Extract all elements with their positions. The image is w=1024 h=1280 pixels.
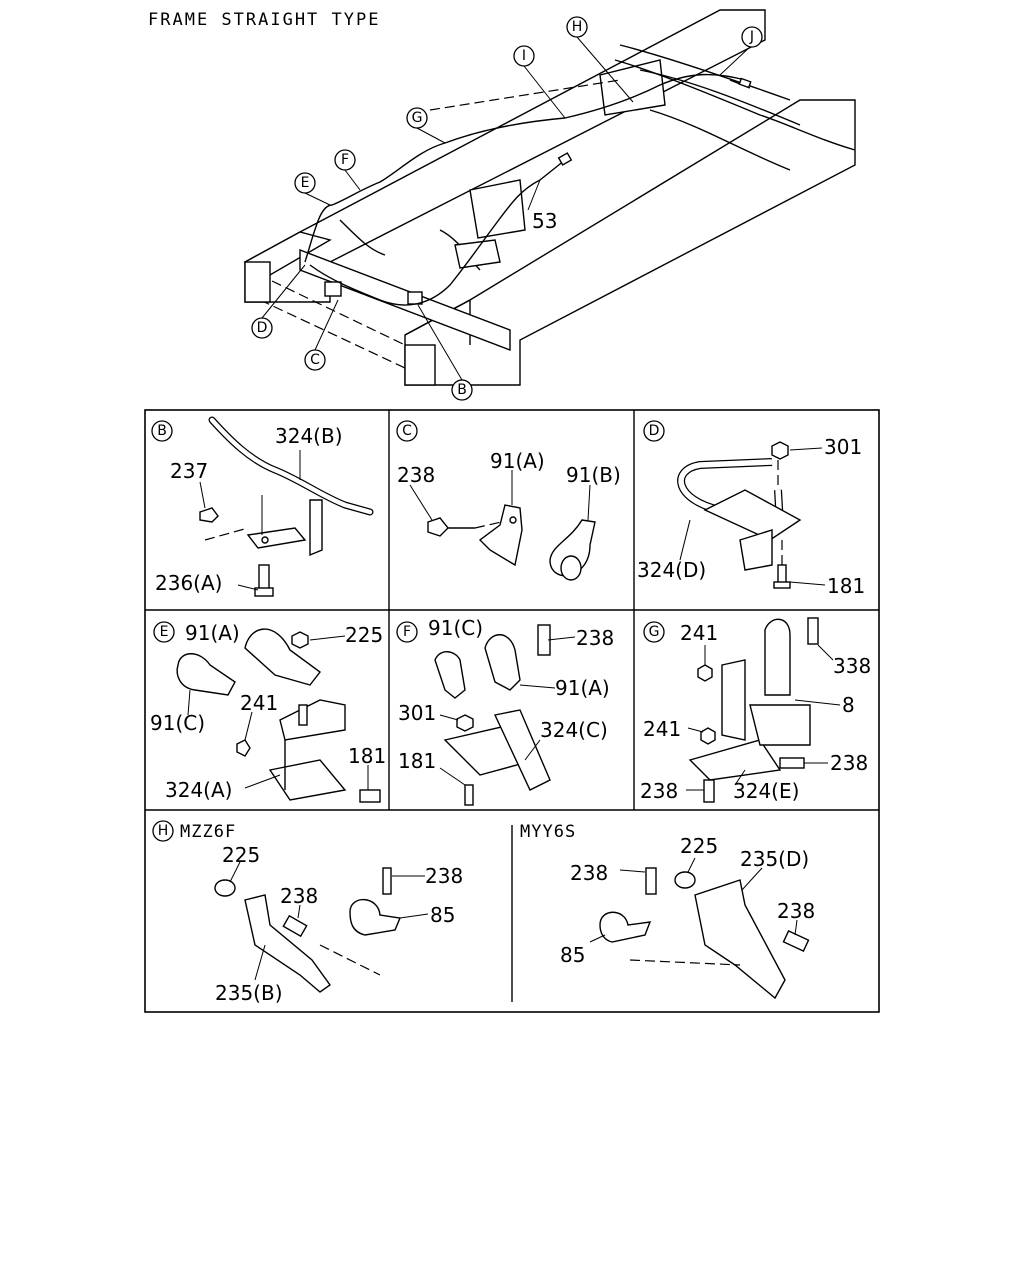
- label-h-r-238a: 238: [570, 861, 608, 885]
- label-236a: 236(A): [155, 571, 222, 595]
- panel-d: D 301 324(D) 181: [637, 420, 865, 598]
- callout-c: C: [310, 352, 320, 368]
- panel-d-letter: D: [649, 423, 660, 439]
- label-301: 301: [398, 701, 436, 725]
- model-mzz6f: MZZ6F: [180, 822, 236, 842]
- callout-h-circle: [566, 16, 588, 38]
- panel-h-letter: H: [158, 823, 169, 839]
- label-91a: 91(A): [555, 676, 610, 700]
- panel-c: C 238 91(A) 91(B): [396, 420, 621, 581]
- label-324c: 324(C): [540, 718, 608, 742]
- panel-f-letter: F: [403, 624, 411, 640]
- label-h-r-225: 225: [680, 834, 718, 858]
- label-h-238a: 238: [280, 884, 318, 908]
- callout-53: 53: [532, 209, 557, 233]
- label-301: 301: [824, 435, 862, 459]
- panel-g-letter: G: [649, 624, 660, 640]
- label-h-r-85: 85: [560, 943, 585, 967]
- callout-j: J: [749, 29, 754, 45]
- label-324e: 324(E): [733, 779, 799, 803]
- label-241a: 241: [680, 621, 718, 645]
- label-h-r-235d: 235(D): [740, 847, 809, 871]
- panel-g: G 241 338 8 241 238 238 324(E): [640, 617, 871, 803]
- label-181: 181: [398, 749, 436, 773]
- label-h-225: 225: [222, 843, 260, 867]
- label-91b: 91(B): [566, 463, 621, 487]
- panel-f: F 91(C) 238 91(A) 301 324(C) 181: [396, 616, 614, 806]
- frame-overview: [243, 9, 856, 386]
- callout-e: E: [301, 175, 310, 191]
- diagram-title: FRAME STRAIGHT TYPE: [148, 10, 380, 30]
- label-241: 241: [240, 691, 278, 715]
- label-324a: 324(A): [165, 778, 232, 802]
- label-8: 8: [842, 693, 855, 717]
- panel-c-letter: C: [402, 423, 412, 439]
- label-225: 225: [345, 623, 383, 647]
- panel-e: E 91(A) 225 91(C) 241 181 324(A): [150, 621, 386, 803]
- label-h-238b: 238: [425, 864, 463, 888]
- label-238: 238: [397, 463, 435, 487]
- label-237: 237: [170, 459, 208, 483]
- panel-h: H MZZ6F MYY6S 225 238 238 85 235(B) 238 …: [152, 820, 815, 1005]
- label-h-85: 85: [430, 903, 455, 927]
- label-h-235b: 235(B): [215, 981, 283, 1005]
- label-238: 238: [576, 626, 614, 650]
- callout-i: I: [522, 48, 526, 64]
- label-181: 181: [827, 574, 865, 598]
- detail-grid: [144, 409, 880, 1013]
- panel-b-letter: B: [157, 423, 167, 439]
- callout-h: H: [572, 19, 583, 35]
- callout-f: F: [341, 152, 349, 168]
- label-91a: 91(A): [490, 449, 545, 473]
- label-91c: 91(C): [150, 711, 205, 735]
- callout-g: G: [412, 110, 423, 126]
- overview-callouts: H J I G F E 53 D C B: [251, 16, 763, 401]
- label-324b: 324(B): [275, 424, 343, 448]
- label-181: 181: [348, 744, 386, 768]
- callout-d: D: [257, 320, 268, 336]
- label-324d: 324(D): [637, 558, 706, 582]
- label-238b: 238: [640, 779, 678, 803]
- label-241b: 241: [643, 717, 681, 741]
- label-338: 338: [833, 654, 871, 678]
- callout-b: B: [457, 382, 467, 398]
- model-myy6s: MYY6S: [520, 822, 576, 842]
- panel-b: B 324(B) 237 236(A): [151, 416, 374, 597]
- brake-cable: [304, 73, 752, 306]
- label-h-r-238b: 238: [777, 899, 815, 923]
- label-91a: 91(A): [185, 621, 240, 645]
- label-238a: 238: [830, 751, 868, 775]
- label-91c: 91(C): [428, 616, 483, 640]
- panel-e-letter: E: [160, 624, 169, 640]
